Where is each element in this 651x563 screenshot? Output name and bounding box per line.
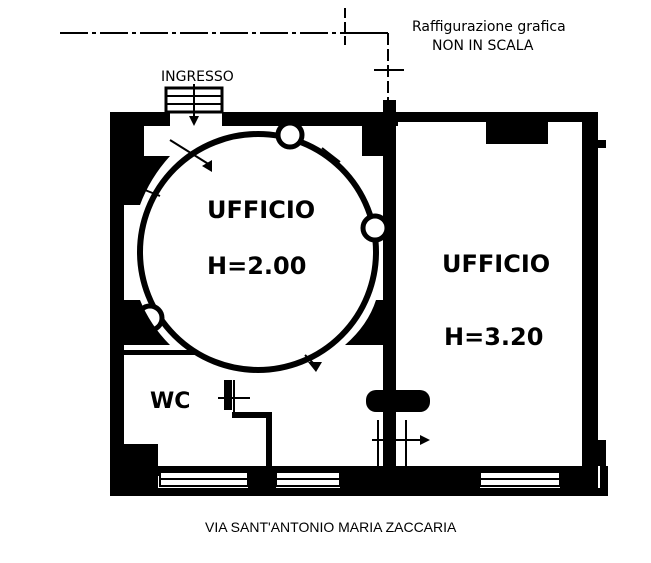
- wc-door-symbol: [218, 380, 250, 415]
- room-label-wc: WC: [150, 389, 190, 414]
- door-markers: [139, 139, 341, 372]
- note-line-1: Raffigurazione grafica: [412, 19, 566, 35]
- passage-door-symbol: [366, 390, 430, 466]
- room-height-office-1: H=2.00: [207, 252, 306, 280]
- walls: [110, 100, 608, 496]
- entrance-label: INGRESSO: [161, 69, 234, 85]
- circular-office-wall: [124, 120, 390, 373]
- room-height-office-2: H=3.20: [444, 323, 543, 351]
- bottom-windows: [159, 471, 561, 487]
- note-line-2: NON IN SCALA: [432, 38, 534, 54]
- top-reference-lines: [60, 8, 404, 108]
- room-label-office-2: UFFICIO: [442, 250, 550, 278]
- street-label: VIA SANT'ANTONIO MARIA ZACCARIA: [205, 519, 457, 535]
- entrance-door-symbol: [164, 84, 224, 126]
- room-label-office-1: UFFICIO: [207, 196, 315, 224]
